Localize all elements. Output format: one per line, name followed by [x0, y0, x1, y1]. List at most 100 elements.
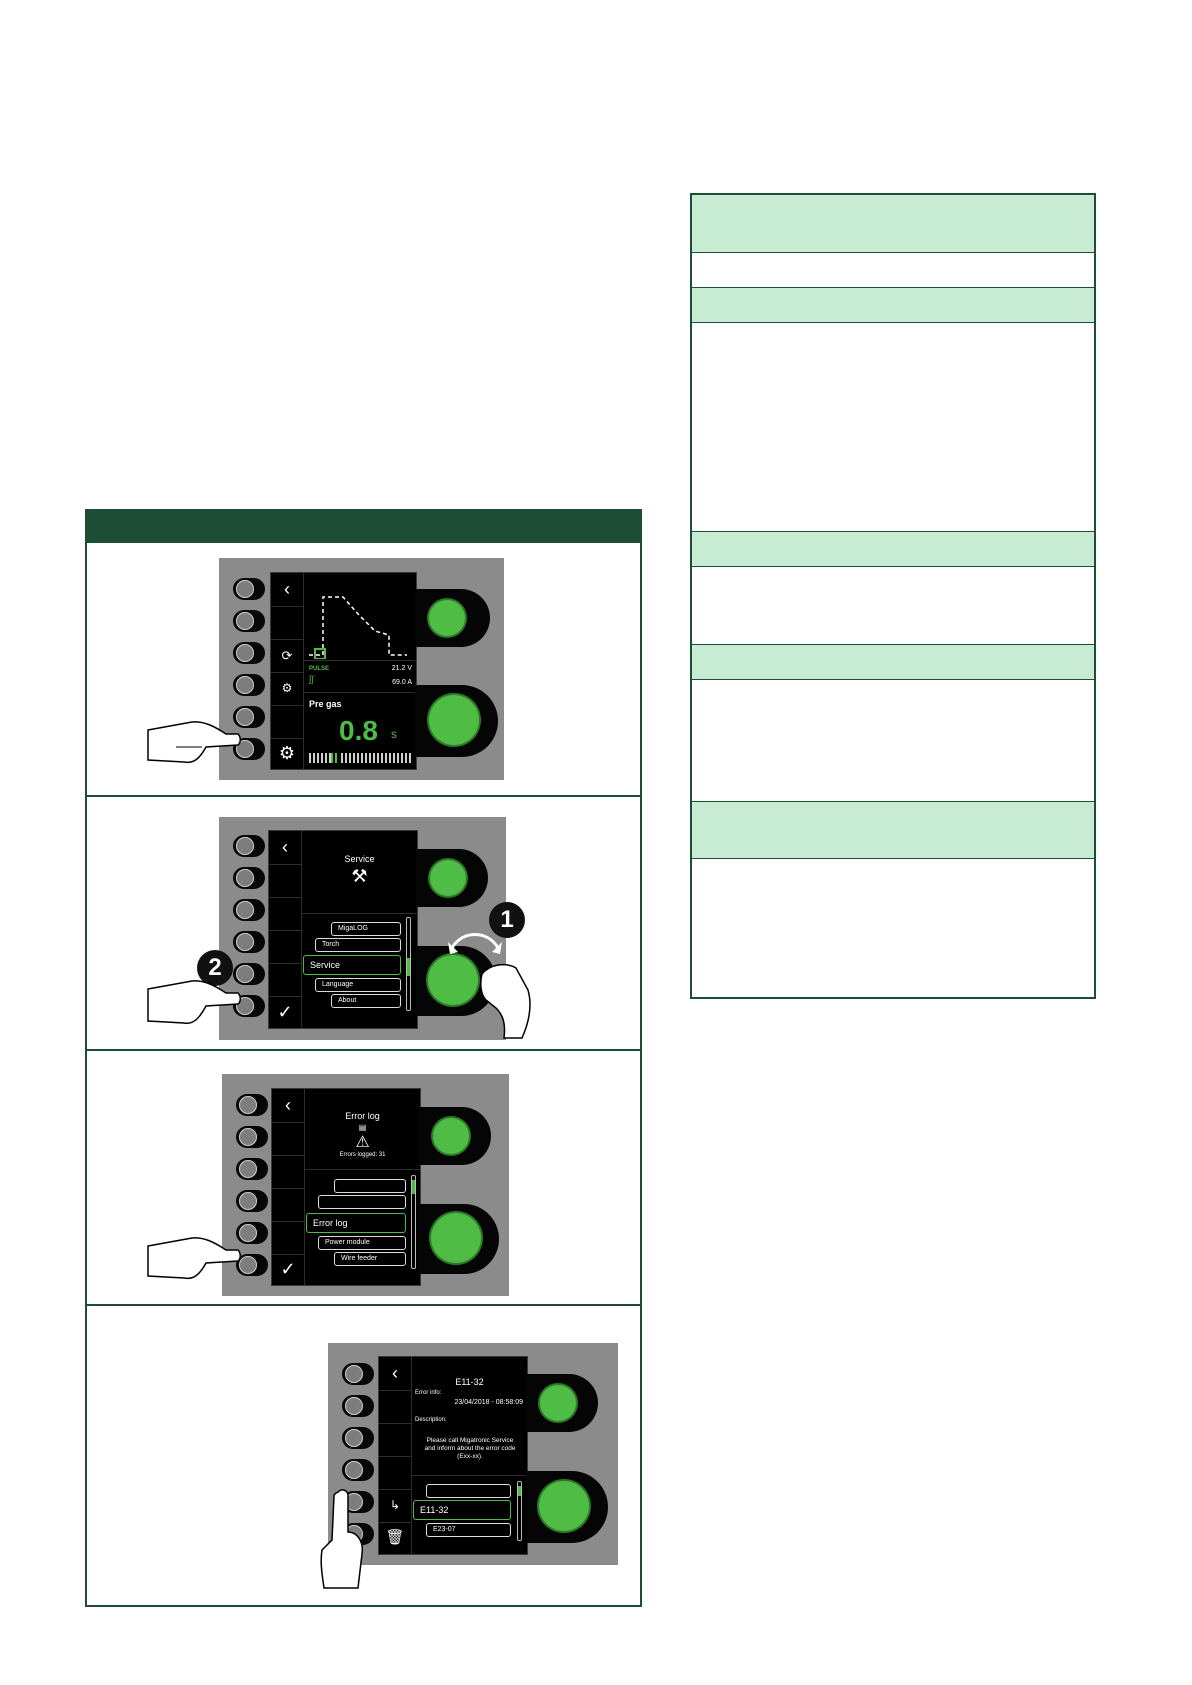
- main-knob-holder: [415, 685, 498, 757]
- scrollbar-thumb[interactable]: [407, 958, 410, 976]
- warning-icon: ⚠: [355, 1134, 370, 1151]
- side-button[interactable]: [236, 1190, 268, 1212]
- main-knob[interactable]: [539, 1481, 589, 1531]
- side-button[interactable]: [233, 899, 265, 921]
- side-button[interactable]: [233, 963, 265, 985]
- back-icon[interactable]: ‹: [269, 831, 301, 865]
- menu-item-wire-feeder[interactable]: Wire feeder: [334, 1252, 406, 1266]
- menu-item-language[interactable]: Language: [315, 978, 401, 992]
- lcd-separator: [412, 1475, 527, 1476]
- error-list-item[interactable]: E23-07: [426, 1523, 511, 1537]
- side-button[interactable]: [233, 835, 265, 857]
- side-button[interactable]: [233, 578, 265, 600]
- main-knob[interactable]: [431, 1213, 481, 1263]
- side-button[interactable]: [342, 1427, 374, 1449]
- side-button[interactable]: [233, 931, 265, 953]
- weld-curve-graph: [309, 596, 407, 659]
- turning-hand-icon: [480, 963, 531, 1039]
- step3-control-panel: ‹ ✓ Error log ▤ ⚠ Errors logged: 31 Erro…: [222, 1074, 509, 1296]
- main-knob[interactable]: [428, 955, 478, 1005]
- side-button[interactable]: [236, 1222, 268, 1244]
- side-button[interactable]: [233, 674, 265, 696]
- menu-item-about[interactable]: About: [331, 994, 401, 1008]
- repeat-program-icon: ⟳: [271, 639, 303, 673]
- error-list-scrollbar[interactable]: [517, 1481, 522, 1541]
- side-button[interactable]: [233, 867, 265, 889]
- parameter-name: Pre gas: [309, 699, 342, 709]
- step2-control-panel: ‹ ✓ Service ⚒ MigaLOG Torch Service Lang…: [219, 817, 506, 1040]
- gas-bottle-icon: ⚙: [271, 672, 303, 706]
- side-button[interactable]: [233, 642, 265, 664]
- lcd-separator: [304, 660, 415, 661]
- blank-icon-cell: [272, 1122, 304, 1156]
- error-info-label: Error info:: [415, 1390, 442, 1396]
- side-button[interactable]: [236, 1094, 268, 1116]
- menu-item-power-module[interactable]: Power module: [318, 1236, 406, 1250]
- lcd-separator: [304, 692, 415, 693]
- parameter-unit: s: [391, 727, 397, 741]
- blank-icon-cell: [272, 1221, 304, 1255]
- side-button[interactable]: [233, 706, 265, 728]
- settings-side-button[interactable]: [233, 738, 265, 760]
- scrollbar-thumb[interactable]: [518, 1486, 521, 1496]
- back-icon[interactable]: ‹: [271, 573, 303, 607]
- gear-icon[interactable]: ⚙: [278, 743, 296, 763]
- menu-item-blank[interactable]: [318, 1195, 406, 1209]
- menu-scrollbar[interactable]: [406, 917, 411, 1011]
- table-section-row: [692, 288, 1094, 323]
- lcd-separator: [305, 1169, 420, 1170]
- menu-scrollbar[interactable]: [411, 1175, 416, 1269]
- lcd-separator: [302, 913, 417, 914]
- checkmark-icon[interactable]: ✓: [280, 1259, 296, 1279]
- menu-item-service-selected[interactable]: Service: [303, 955, 401, 975]
- menu-item-error-log-selected[interactable]: Error log: [306, 1213, 406, 1233]
- error-list-item-selected[interactable]: E11-32: [413, 1500, 511, 1520]
- steps-panel: [85, 509, 642, 1607]
- lcd-display: ‹ ✓ Error log ▤ ⚠ Errors logged: 31 Erro…: [271, 1088, 421, 1286]
- menu-item-migalog[interactable]: MigaLOG: [331, 922, 401, 936]
- menu-item-blank[interactable]: [334, 1179, 406, 1193]
- export-to-usb-icon[interactable]: ↳: [379, 1489, 411, 1523]
- side-button[interactable]: [233, 610, 265, 632]
- error-list-item-blank[interactable]: [426, 1484, 511, 1498]
- scrollbar-thumb[interactable]: [412, 1180, 415, 1194]
- service-tools-icon: ⚒: [351, 866, 368, 886]
- blank-icon-cell: [271, 705, 303, 739]
- upper-knob[interactable]: [540, 1385, 576, 1421]
- confirm-side-button[interactable]: [236, 1254, 268, 1276]
- side-button[interactable]: [236, 1158, 268, 1180]
- error-code-title: E11-32: [455, 1377, 484, 1387]
- main-knob-holder: [526, 1471, 608, 1543]
- upper-knob[interactable]: [429, 600, 465, 636]
- side-button[interactable]: [342, 1363, 374, 1385]
- side-button[interactable]: [342, 1459, 374, 1481]
- blank-icon-cell: [272, 1155, 304, 1189]
- upper-knob-holder: [526, 1374, 598, 1432]
- main-knob-holder: [419, 1204, 499, 1274]
- step-divider: [87, 795, 640, 797]
- side-button[interactable]: [342, 1395, 374, 1417]
- menu-item-torch[interactable]: Torch: [315, 938, 401, 952]
- upper-knob[interactable]: [433, 1118, 469, 1154]
- main-knob[interactable]: [429, 695, 479, 745]
- back-icon[interactable]: ‹: [272, 1089, 304, 1123]
- upper-knob[interactable]: [430, 860, 466, 896]
- value-slider-indicator: [331, 753, 339, 763]
- blank-icon-cell: [271, 606, 303, 640]
- checkmark-icon[interactable]: ✓: [277, 1002, 293, 1022]
- description-label: Description:: [415, 1417, 447, 1423]
- lcd-display: ‹ ↳ 🗑 E11-32 Error info: 23/04/2018 - 08…: [378, 1356, 528, 1555]
- export-side-button[interactable]: [342, 1491, 374, 1513]
- trash-icon[interactable]: 🗑: [385, 1529, 405, 1546]
- blank-icon-cell: [269, 897, 301, 931]
- back-icon[interactable]: ‹: [379, 1357, 411, 1391]
- blank-icon-cell: [269, 864, 301, 898]
- menu-title: Service: [344, 854, 375, 864]
- table-section-row: [692, 532, 1094, 567]
- value-slider-bar: [309, 753, 411, 763]
- side-button[interactable]: [236, 1126, 268, 1148]
- pulse-label: PULSE: [309, 666, 330, 672]
- side-table: [690, 193, 1096, 999]
- pulse-icon: ∫∫: [309, 674, 314, 684]
- upper-knob-holder: [415, 589, 490, 647]
